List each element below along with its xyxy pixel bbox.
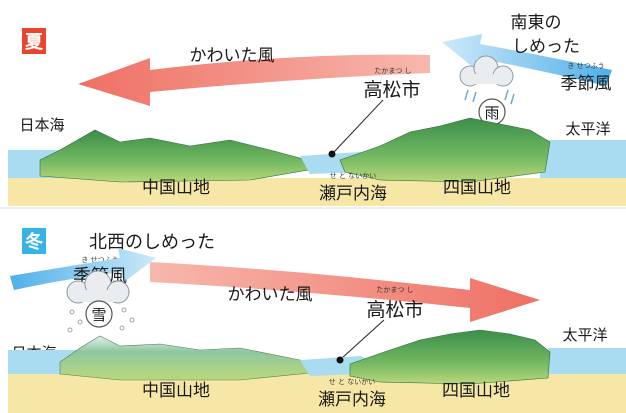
winter-seasonal-wind-ruby: き せつふう xyxy=(81,256,118,264)
summer-humid-wind-line2: しめった xyxy=(512,37,580,57)
winter-shikoku-mountains xyxy=(349,329,551,385)
summer-mountains-right: 四国山地 xyxy=(443,178,511,198)
summer-sea-left: 日本海 xyxy=(19,116,64,134)
winter-city-leader xyxy=(341,319,385,359)
winter-city-ruby: たかまつ し xyxy=(376,286,413,294)
summer-ground xyxy=(8,178,626,206)
winter-humid-wind-line1: 北西のしめった xyxy=(89,232,215,253)
winter-inland-sea-label: 瀬戸内海 xyxy=(318,390,386,410)
summer-humid-wind-line1: 南東の xyxy=(511,13,562,33)
summer-dry-wind-label: かわいた風 xyxy=(190,46,275,66)
winter-ground xyxy=(8,374,626,413)
winter-city-label: 高松市 xyxy=(366,299,423,321)
summer-city-leader xyxy=(333,99,384,153)
summer-city-ruby: たかまつ し xyxy=(374,67,411,75)
winter-panel: 冬 北西のしめった き せつふう 季節風 かわいた風 雪 xyxy=(0,210,626,413)
summer-city-marker xyxy=(328,150,336,158)
summer-inland-sea-label: 瀬戸内海 xyxy=(319,184,387,204)
summer-city-label: 高松市 xyxy=(363,79,420,101)
summer-shikoku-mountains xyxy=(339,117,551,183)
summer-mountains-left: 中国山地 xyxy=(142,178,210,198)
summer-sea-pacific xyxy=(540,140,626,182)
snow-cloud-icon xyxy=(66,270,135,333)
rain-cloud-icon xyxy=(459,55,515,105)
winter-humid-wind-arrow xyxy=(10,248,156,290)
winter-city-marker xyxy=(336,356,344,364)
winter-sea-right: 太平洋 xyxy=(562,326,607,344)
summer-seasonal-wind-label: 季節風 xyxy=(561,74,612,94)
summer-panel: 夏 かわいた風 南東の しめった き せつふう 季節風 雨 たかまつ し 高松市 xyxy=(0,0,626,206)
summer-seasonal-wind-ruby: き せつふう xyxy=(567,62,604,70)
summer-badge-label: 夏 xyxy=(25,32,44,53)
winter-inland-sea-ruby: せ と ないかい xyxy=(329,378,375,386)
winter-dry-wind-label: かわいた風 xyxy=(228,285,313,305)
summer-humid-wind-arrow xyxy=(442,34,612,86)
winter-mountains-right: 四国山地 xyxy=(442,381,510,401)
summer-chugoku-mountains xyxy=(39,129,321,183)
summer-sea-right: 太平洋 xyxy=(565,120,610,138)
winter-dry-wind-arrow xyxy=(150,262,540,322)
winter-mountains-left: 中国山地 xyxy=(142,381,210,401)
summer-weather-label: 雨 xyxy=(484,104,499,122)
winter-weather-label: 雪 xyxy=(91,306,106,324)
winter-badge xyxy=(22,228,46,254)
summer-badge xyxy=(22,28,46,54)
summer-dry-wind-arrow xyxy=(78,54,430,106)
summer-inland-sea-ruby: せ と ないかい xyxy=(330,172,376,180)
snow-badge xyxy=(85,300,113,328)
winter-chugoku-mountains xyxy=(59,335,321,381)
winter-badge-label: 冬 xyxy=(25,231,43,253)
